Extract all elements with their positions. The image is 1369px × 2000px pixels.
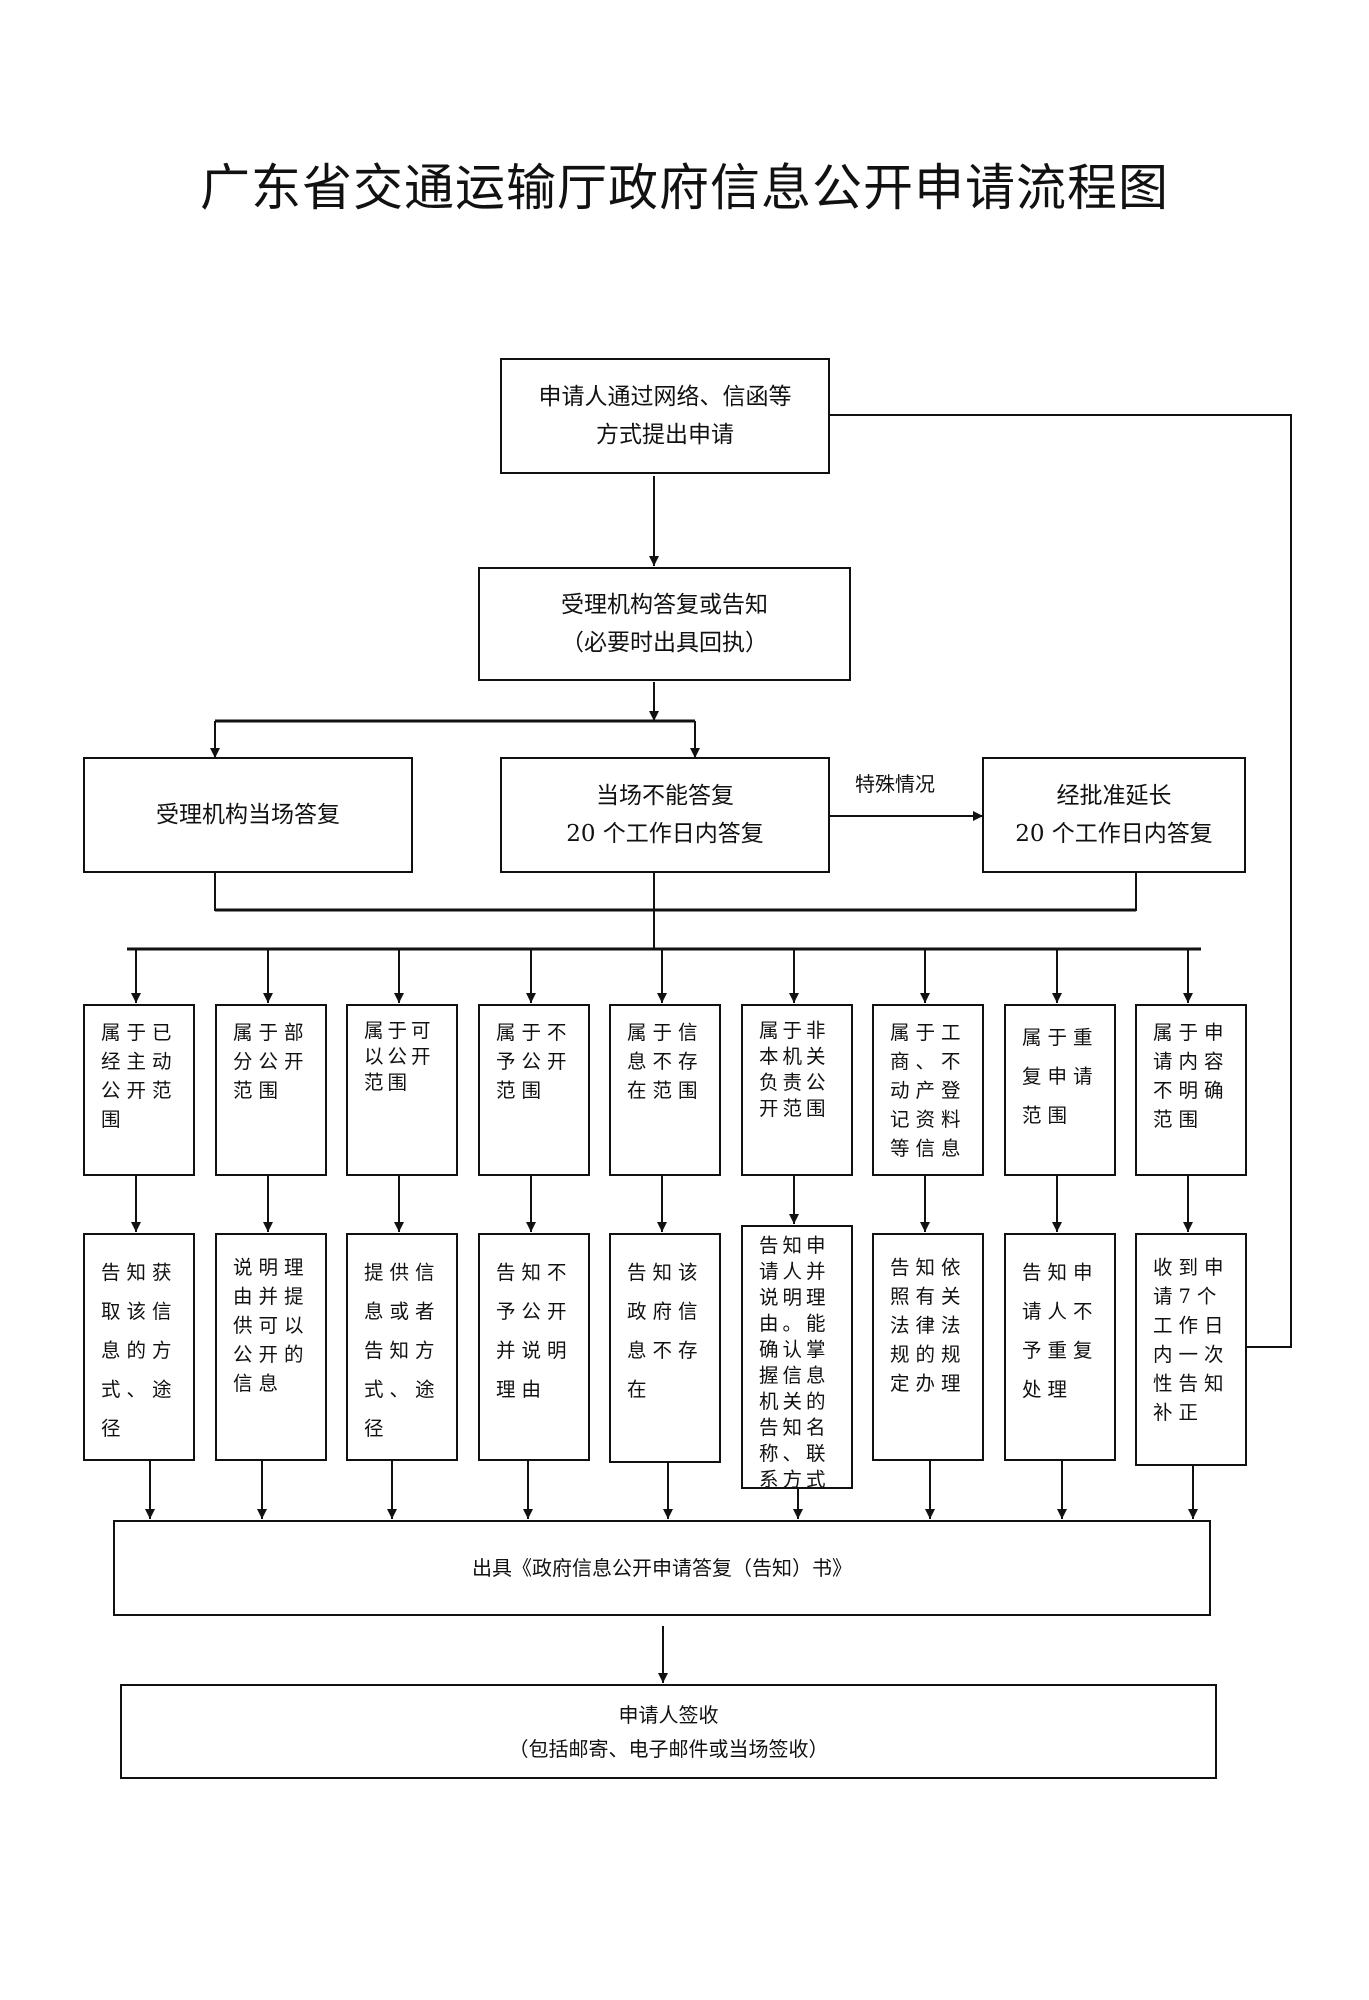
node-accept-line-2: （必要时出具回执） <box>561 630 768 656</box>
action-box: 告知不予公开并说明理由 <box>478 1233 590 1461</box>
node-apply: 申请人通过网络、信函等 方式提出申请 <box>500 358 830 474</box>
node-sign: 申请人签收 （包括邮寄、电子邮件或当场签收） <box>120 1684 1217 1779</box>
category-text: 属于工商、不动产登记资料等信息 <box>890 1021 967 1160</box>
label-special-case: 特殊情况 <box>855 772 935 796</box>
category-box: 属于重复申请范围 <box>1004 1004 1116 1176</box>
category-text: 属于已经主动公开范围 <box>101 1021 178 1131</box>
action-text: 告知该政府信息不存在 <box>627 1261 704 1401</box>
node-sign-line-1: 申请人签收 <box>618 1702 719 1727</box>
action-box: 告知获取该信息的方式、途径 <box>83 1233 195 1461</box>
action-box: 告知依照有关法律法规的规定办理 <box>872 1233 984 1461</box>
category-text: 属于部分公开范围 <box>233 1021 310 1102</box>
action-text: 说明理由并提供可以公开的信息 <box>233 1256 310 1395</box>
category-box: 属于信息不存在范围 <box>609 1004 721 1176</box>
action-box: 告知申请人不予重复处理 <box>1004 1233 1116 1461</box>
category-box: 属于部分公开范围 <box>215 1004 327 1176</box>
merge-line <box>214 872 1137 911</box>
node-apply-line-1: 申请人通过网络、信函等 <box>538 384 792 410</box>
node-sign-line-2: （包括邮寄、电子邮件或当场签收） <box>508 1736 829 1761</box>
category-text: 属于重复申请范围 <box>1022 1026 1099 1127</box>
node-accept: 受理机构答复或告知 （必要时出具回执） <box>478 567 851 681</box>
action-box: 说明理由并提供可以公开的信息 <box>215 1233 327 1461</box>
action-text: 提供信息或者告知方式、途径 <box>364 1261 441 1440</box>
action-text: 告知获取该信息的方式、途径 <box>101 1261 178 1440</box>
node-not-on-site-line-2: 20 个工作日内答复 <box>566 821 764 847</box>
category-text: 属于非本机关负责公开范围 <box>759 1019 830 1120</box>
action-text: 告知依照有关法律法规的规定办理 <box>890 1256 967 1395</box>
node-on-site-line-1: 受理机构当场答复 <box>156 802 340 828</box>
category-box: 属于可以公开范围 <box>346 1004 458 1176</box>
category-text: 属于可以公开范围 <box>364 1019 435 1094</box>
action-text: 收到申请7个工作日内一次性告知补正 <box>1153 1256 1230 1424</box>
node-extended: 经批准延长 20 个工作日内答复 <box>982 757 1246 873</box>
action-box: 告知该政府信息不存在 <box>609 1233 721 1463</box>
action-text: 告知申请人不予重复处理 <box>1022 1261 1099 1401</box>
page-title: 广东省交通运输厅政府信息公开申请流程图 <box>200 159 1169 217</box>
node-not-on-site: 当场不能答复 20 个工作日内答复 <box>500 757 830 873</box>
category-text: 属于不予公开范围 <box>496 1021 573 1102</box>
action-text: 告知不予公开并说明理由 <box>496 1261 573 1401</box>
node-issue-letter-line-1: 出具《政府信息公开申请答复（告知）书》 <box>472 1556 852 1580</box>
node-not-on-site-line-1: 当场不能答复 <box>596 783 734 809</box>
node-on-site: 受理机构当场答复 <box>83 757 413 873</box>
action-box: 收到申请7个工作日内一次性告知补正 <box>1135 1233 1247 1466</box>
category-text: 属于信息不存在范围 <box>627 1021 704 1102</box>
category-box: 属于工商、不动产登记资料等信息 <box>872 1004 984 1176</box>
category-text: 属于申请内容不明确范围 <box>1153 1021 1230 1131</box>
category-box: 属于申请内容不明确范围 <box>1135 1004 1247 1176</box>
node-extended-line-1: 经批准延长 <box>1056 783 1172 809</box>
category-box: 属于不予公开范围 <box>478 1004 590 1176</box>
node-issue-letter: 出具《政府信息公开申请答复（告知）书》 <box>113 1520 1211 1616</box>
action-box: 提供信息或者告知方式、途径 <box>346 1233 458 1461</box>
category-box: 属于非本机关负责公开范围 <box>741 1004 853 1176</box>
node-apply-line-2: 方式提出申请 <box>596 422 734 448</box>
node-extended-line-2: 20 个工作日内答复 <box>1015 821 1213 847</box>
action-text: 告知申请人并说明理由。能确认掌握信息机关的告知名称、联系方式 <box>759 1234 830 1491</box>
feedback-line-correction <box>830 414 1292 1348</box>
category-box: 属于已经主动公开范围 <box>83 1004 195 1176</box>
action-box: 告知申请人并说明理由。能确认掌握信息机关的告知名称、联系方式 <box>741 1225 853 1491</box>
node-accept-line-1: 受理机构答复或告知 <box>561 592 768 618</box>
